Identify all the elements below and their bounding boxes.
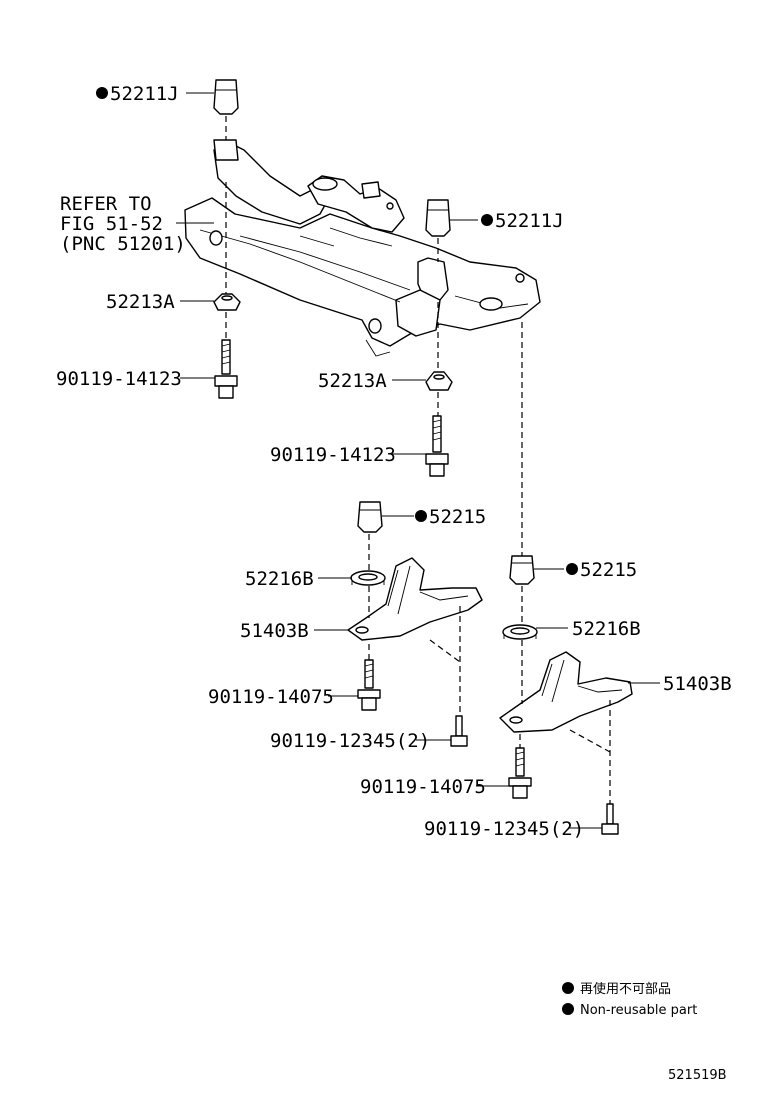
ring-52216b-left	[350, 570, 386, 586]
cushion-52215-right	[509, 555, 535, 585]
callout-90119-14123-left: 90119-14123	[56, 368, 182, 390]
bolt-90119-14123-right	[425, 415, 449, 477]
non-reusable-dot	[415, 510, 427, 522]
ring-52216b-right	[502, 624, 538, 640]
cushion-52215-left	[357, 501, 383, 533]
callout-52213a-left: 52213A	[106, 291, 175, 313]
stopper-52213a-left	[213, 293, 241, 311]
bushing-52211j-left	[213, 79, 239, 161]
assembly-lines	[225, 116, 611, 804]
bolt-90119-12345-right	[601, 803, 619, 835]
legend-dot-icon	[562, 1003, 574, 1015]
callout-90119-14075-right: 90119-14075	[360, 776, 486, 798]
callout-52216b-right: 52216B	[572, 618, 641, 640]
bracket-51403b-left	[347, 557, 483, 641]
callout-90119-12345-left: 90119-12345(2)	[270, 730, 430, 752]
leader-lines	[176, 92, 660, 829]
bolt-90119-14075-left	[357, 659, 381, 711]
refer-line-3: (PNC 51201)	[60, 233, 186, 255]
refer-line-1: REFER TO	[60, 193, 152, 215]
callout-52215-left: 52215	[429, 506, 486, 528]
callout-90119-14123-right: 90119-14123	[270, 444, 396, 466]
callouts: 52211J 52211J 52213A 52213A 90119-14123 …	[56, 83, 732, 840]
bolt-90119-12345-left	[450, 715, 468, 747]
non-reusable-dot	[566, 563, 578, 575]
callout-51403b-left: 51403B	[240, 620, 309, 642]
callout-52216b-left: 52216B	[245, 568, 314, 590]
bolt-90119-14075-right	[508, 747, 532, 799]
legend-dot-icon	[562, 982, 574, 994]
non-reusable-dot	[96, 87, 108, 99]
diagram-number: 521519B	[668, 1068, 727, 1083]
bolt-90119-14123-left	[214, 339, 238, 399]
refer-note: REFER TO FIG 51-52 (PNC 51201)	[60, 193, 186, 255]
callout-90119-14075-left: 90119-14075	[208, 686, 334, 708]
bushing-52211j-right	[425, 199, 451, 237]
refer-line-2: FIG 51-52	[60, 213, 163, 235]
non-reusable-dot	[481, 214, 493, 226]
stopper-52213a-right	[425, 371, 453, 391]
legend-en: Non-reusable part	[580, 1003, 697, 1018]
legend: 再使用不可部品 Non-reusable part	[562, 981, 697, 1018]
callout-52215-right: 52215	[580, 559, 637, 581]
callout-52211j-right: 52211J	[495, 210, 564, 232]
legend-jp: 再使用不可部品	[580, 981, 671, 997]
callout-52211j-left: 52211J	[110, 83, 179, 105]
bracket-51403b-right	[499, 651, 633, 733]
callout-52213a-right: 52213A	[318, 370, 387, 392]
suspension-crossmember	[184, 141, 541, 357]
callout-90119-12345-right: 90119-12345(2)	[424, 818, 584, 840]
callout-51403b-right: 51403B	[663, 673, 732, 695]
non-reusable-markers	[96, 87, 578, 575]
